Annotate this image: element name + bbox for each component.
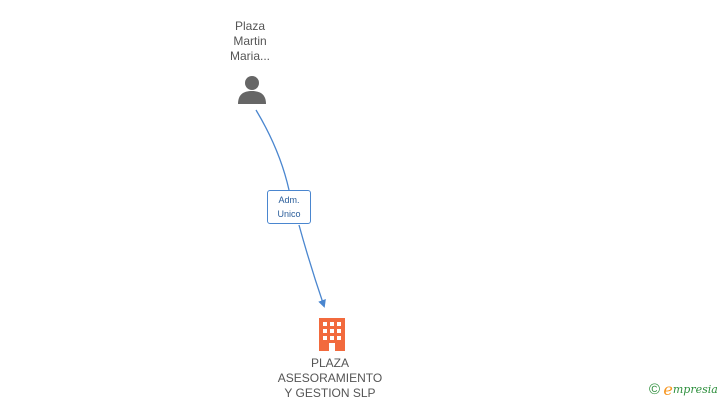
person-name[interactable]: Plaza Martin Maria... (200, 19, 300, 64)
company-name-line-3: Y GESTION SLP (284, 386, 376, 400)
person-icon[interactable] (236, 74, 268, 106)
company-name-line-2: ASESORAMIENTO (277, 371, 383, 385)
person-name-line-2: Martin (233, 34, 267, 48)
edge-line-upper (255, 109, 290, 191)
role-label-line-2: Unico (277, 209, 301, 219)
empresia-watermark: © empresia (649, 380, 718, 399)
role-label[interactable]: Adm. Unico (267, 190, 311, 224)
role-label-line-1: Adm. (278, 195, 300, 205)
company-name[interactable]: PLAZA ASESORAMIENTO Y GESTION SLP (255, 356, 405, 401)
brand-logo-initial: e (663, 380, 673, 399)
copyright-icon: © (649, 381, 661, 398)
brand-logo-text: mpresia (672, 383, 718, 396)
company-name-line-1: PLAZA (310, 356, 349, 370)
person-name-line-1: Plaza (234, 19, 266, 33)
edge-line-lower (298, 224, 326, 308)
person-name-line-3: Maria... (229, 49, 270, 63)
building-icon[interactable] (317, 317, 347, 351)
